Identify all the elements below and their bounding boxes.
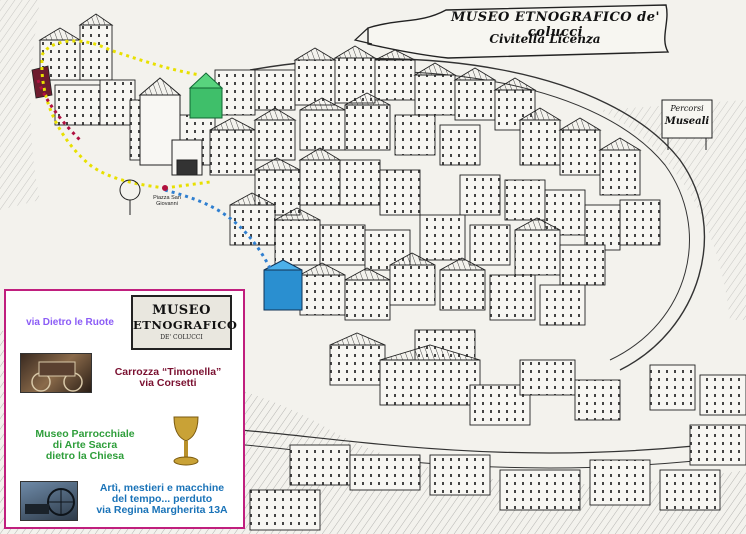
- carriage-icon: [31, 361, 83, 392]
- piazza-label: Piazza San Giovanni: [153, 195, 181, 207]
- legend-item-2-line-1: Carrozza “Timonella”: [114, 366, 222, 378]
- map-title: MUSEO ETNOGRAFICO de' colucci: [450, 10, 660, 40]
- museo-logo-line-1: MUSEO: [152, 303, 211, 318]
- wheel-icon: [25, 488, 75, 516]
- legend-item-4-line-1: Artì, mestieri e macchine: [99, 482, 225, 494]
- legend-item-3-line-3: dietro la Chiesa: [45, 450, 125, 462]
- machines-photo: [20, 481, 78, 521]
- sign-line-2: Museali: [664, 116, 710, 127]
- chalice-photo: [166, 411, 206, 471]
- legend-item-2-line-2: via Corsetti: [139, 377, 197, 389]
- legend-item-4-line-2: del tempo... perduto: [111, 493, 213, 505]
- museo-logo-line-3: DE' COLUCCI: [160, 334, 203, 341]
- legend-item-3-line-2: di Arte Sacra: [52, 439, 118, 451]
- sign-line-1: Percorsi: [670, 104, 704, 113]
- carrozza-photo: [20, 353, 92, 393]
- map-subtitle: Civitella Licenza: [489, 32, 601, 46]
- legend-item-3-line-1: Museo Parrocchiale: [35, 428, 135, 440]
- museo-logo: MUSEO ETNOGRAFICO DE' COLUCCI: [131, 295, 238, 350]
- chalice-icon: [173, 416, 199, 466]
- museo-logo-line-2: ETNOGRAFICO: [133, 318, 238, 332]
- legend-item-4-line-3: via Regina Margherita 13A: [96, 504, 228, 516]
- legend-item-1-label: via Dietro le Ruote: [26, 317, 114, 328]
